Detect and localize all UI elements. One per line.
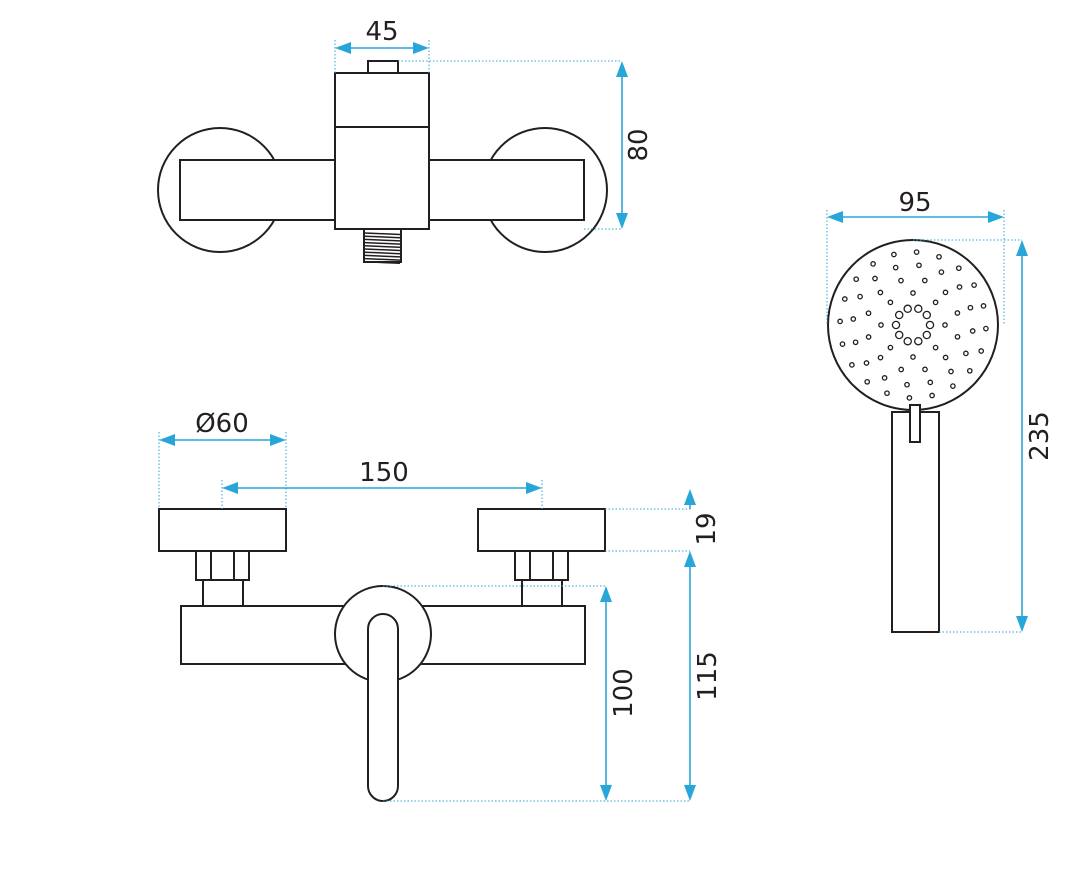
arrow-overall-height-bottom <box>684 785 696 801</box>
arrow-shower-length-bottom <box>1016 616 1028 632</box>
hand-shower-spray-holes <box>837 249 989 401</box>
hand-shower-neck-slot <box>909 404 921 443</box>
arrow-top-width-right <box>413 42 429 54</box>
front-left-eccentric-fitting <box>195 550 250 607</box>
label-overall-height: 115 <box>693 651 723 701</box>
arrow-flange-right <box>270 434 286 446</box>
hand-shower-view: 95 235 <box>826 188 1055 633</box>
label-spacing: 150 <box>359 458 409 488</box>
label-flange-height: 19 <box>692 512 722 545</box>
arrow-spacing-left <box>222 482 238 494</box>
top-threaded-outlet <box>363 228 402 265</box>
arrow-shower-width-right <box>988 211 1004 223</box>
front-mixer-lever <box>367 613 399 802</box>
mixer-top-view: 45 80 <box>157 17 654 265</box>
label-top-width: 45 <box>365 17 398 47</box>
arrow-top-height-bottom <box>616 213 628 229</box>
label-shower-width: 95 <box>898 188 931 218</box>
arrow-top-height-top <box>616 61 628 77</box>
top-mixer-cap <box>367 60 399 74</box>
label-top-height: 80 <box>624 128 654 161</box>
arrow-spacing-right <box>526 482 542 494</box>
arrow-shower-width-left <box>827 211 843 223</box>
arrow-body-height-top <box>600 586 612 602</box>
arrow-flange-height <box>684 489 696 505</box>
front-right-eccentric-fitting <box>514 550 569 607</box>
mixer-front-view: Ø60 150 19 100 115 <box>158 409 723 802</box>
hand-shower-head <box>827 239 999 411</box>
arrow-body-height-bottom <box>600 785 612 801</box>
front-right-flange <box>477 508 606 552</box>
arrow-flange-left <box>159 434 175 446</box>
arrow-overall-height-top <box>684 551 696 567</box>
top-mixer-cartridge-housing <box>334 72 430 230</box>
arrow-top-width-left <box>335 42 351 54</box>
label-flange-diameter: Ø60 <box>195 409 249 439</box>
arrow-shower-length-top <box>1016 240 1028 256</box>
label-body-height: 100 <box>609 668 639 718</box>
front-left-flange <box>158 508 287 552</box>
label-shower-length: 235 <box>1025 411 1055 461</box>
hand-shower-center-ring <box>891 304 935 346</box>
hand-shower-handle <box>891 411 940 633</box>
